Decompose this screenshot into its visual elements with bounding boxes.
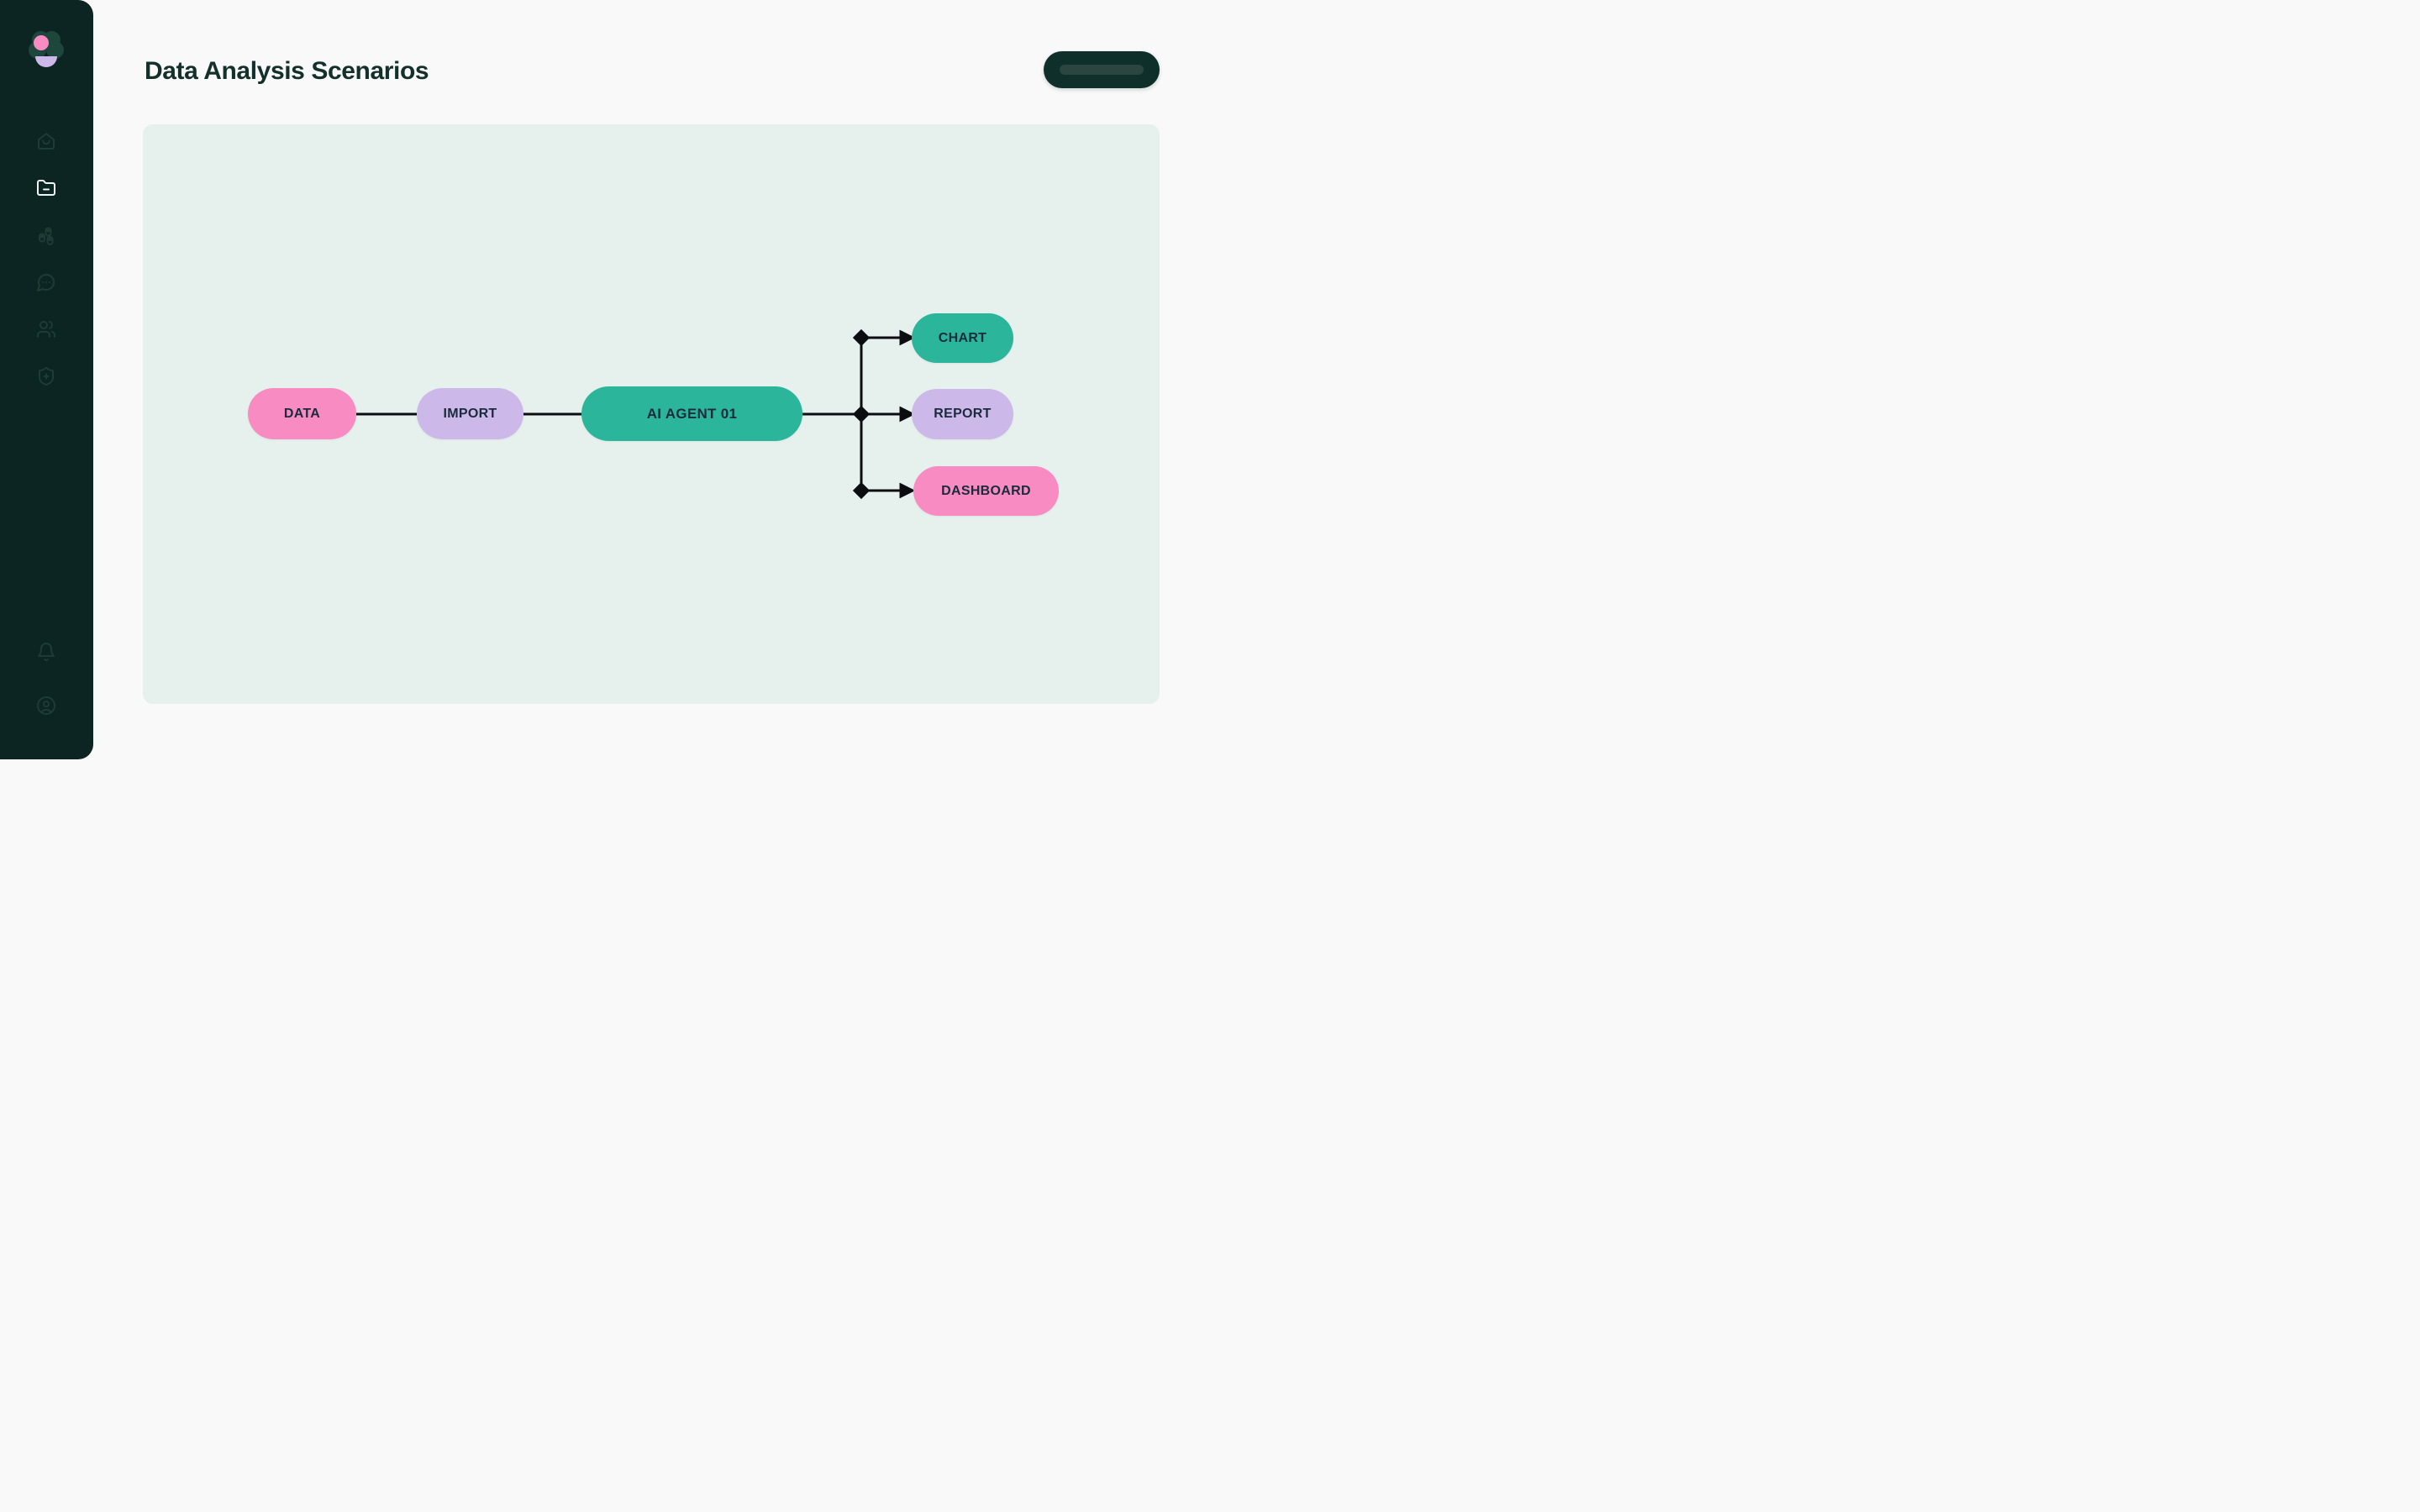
flowchart-canvas: DATA IMPORT AI AGENT 01 CHART REPORT DAS…: [143, 124, 1160, 704]
sidebar-item-security[interactable]: [36, 366, 56, 386]
folder-minus-icon: [36, 178, 56, 198]
node-dashboard[interactable]: DASHBOARD: [913, 466, 1059, 516]
app-logo[interactable]: [28, 30, 65, 67]
sidebar-item-users[interactable]: [36, 319, 56, 339]
sidebar-item-notifications[interactable]: [36, 642, 56, 662]
node-report[interactable]: REPORT: [912, 389, 1013, 439]
users-icon: [36, 319, 56, 339]
node-label: DASHBOARD: [941, 483, 1031, 498]
node-import[interactable]: IMPORT: [417, 388, 523, 439]
arrowhead: [899, 482, 916, 499]
node-data[interactable]: DATA: [248, 388, 356, 439]
node-label: REPORT: [934, 407, 992, 421]
arrowhead: [899, 406, 916, 423]
node-ai-agent-01[interactable]: AI AGENT 01: [581, 386, 802, 441]
node-label: AI AGENT 01: [646, 405, 738, 422]
arrowhead: [899, 329, 916, 346]
bell-icon: [36, 642, 56, 662]
node-label: IMPORT: [443, 406, 497, 421]
sidebar-item-pipelines[interactable]: [36, 226, 56, 246]
sidebar: [0, 0, 93, 759]
pipeline-icon: [36, 226, 56, 246]
junction-diamond: [852, 405, 871, 423]
chat-ellipsis-icon: [36, 272, 56, 292]
sidebar-item-account[interactable]: [36, 696, 56, 716]
home-icon: [36, 131, 56, 151]
sidebar-item-chat[interactable]: [36, 272, 56, 292]
node-chart[interactable]: CHART: [912, 313, 1013, 363]
node-label: CHART: [938, 330, 987, 345]
node-label: DATA: [283, 406, 321, 421]
junction-diamond: [852, 481, 871, 500]
shield-plus-icon: [36, 366, 56, 386]
logo-petal: [46, 41, 64, 59]
sidebar-item-home[interactable]: [36, 131, 56, 151]
logo-ring: [34, 35, 49, 50]
sidebar-item-projects[interactable]: [36, 178, 56, 198]
flowchart-connectors: [356, 328, 916, 500]
header-action-button[interactable]: [1044, 51, 1160, 88]
logo-bowl: [35, 56, 57, 67]
junction-diamond: [852, 328, 871, 347]
button-skeleton-bar: [1060, 65, 1144, 75]
user-circle-icon: [36, 696, 56, 716]
page-title: Data Analysis Scenarios: [145, 57, 429, 85]
